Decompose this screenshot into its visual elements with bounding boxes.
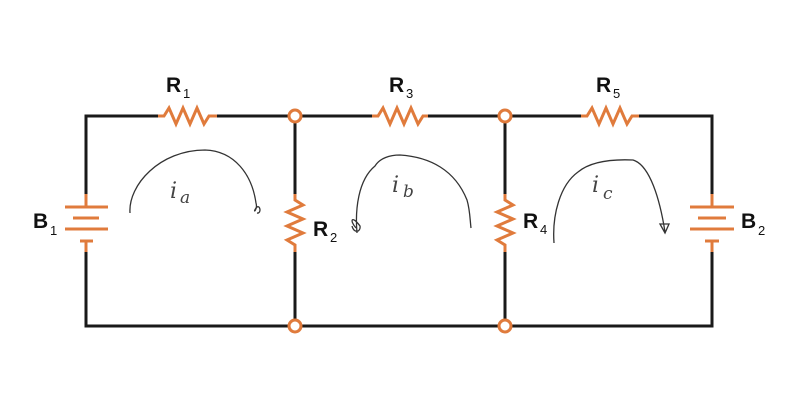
loop-current-a-sub: a <box>180 188 190 208</box>
label-b1: B <box>33 210 48 233</box>
label-r4-sub: 4 <box>540 222 547 237</box>
loop-arrow-c <box>553 159 671 244</box>
label-r3: R <box>389 74 404 97</box>
label-r5: R <box>596 74 611 97</box>
label-b2: B <box>741 210 756 233</box>
label-r3-sub: 3 <box>406 86 413 101</box>
label-r2: R <box>313 218 328 241</box>
label-r2-sub: 2 <box>330 230 337 245</box>
resistor-r1 <box>158 104 217 128</box>
node-bottom-right <box>497 318 513 334</box>
label-b1-sub: 1 <box>50 223 57 238</box>
resistor-r5 <box>581 104 639 128</box>
node-top-left <box>287 108 303 124</box>
loop-current-a-label: i <box>170 179 177 204</box>
resistor-r3 <box>372 104 428 128</box>
resistor-r2 <box>283 194 307 252</box>
wires <box>84 114 714 328</box>
loop-arrow-a <box>129 149 261 214</box>
loop-arrow-b <box>351 154 472 234</box>
loop-current-b-label: i <box>392 173 399 198</box>
battery-b1 <box>65 194 108 252</box>
label-r1: R <box>166 74 181 97</box>
node-top-right <box>497 108 513 124</box>
node-bottom-left <box>287 318 303 334</box>
label-r5-sub: 5 <box>613 86 620 101</box>
loop-current-b-sub: b <box>403 182 414 202</box>
loop-current-c-sub: c <box>603 184 613 204</box>
resistor-r4 <box>493 194 517 252</box>
loop-current-c-label: i <box>592 173 599 198</box>
battery-b2 <box>690 194 734 252</box>
label-b2-sub: 2 <box>758 223 765 238</box>
label-r1-sub: 1 <box>183 86 190 101</box>
label-r4: R <box>523 210 538 233</box>
bottom-wire <box>84 250 714 328</box>
